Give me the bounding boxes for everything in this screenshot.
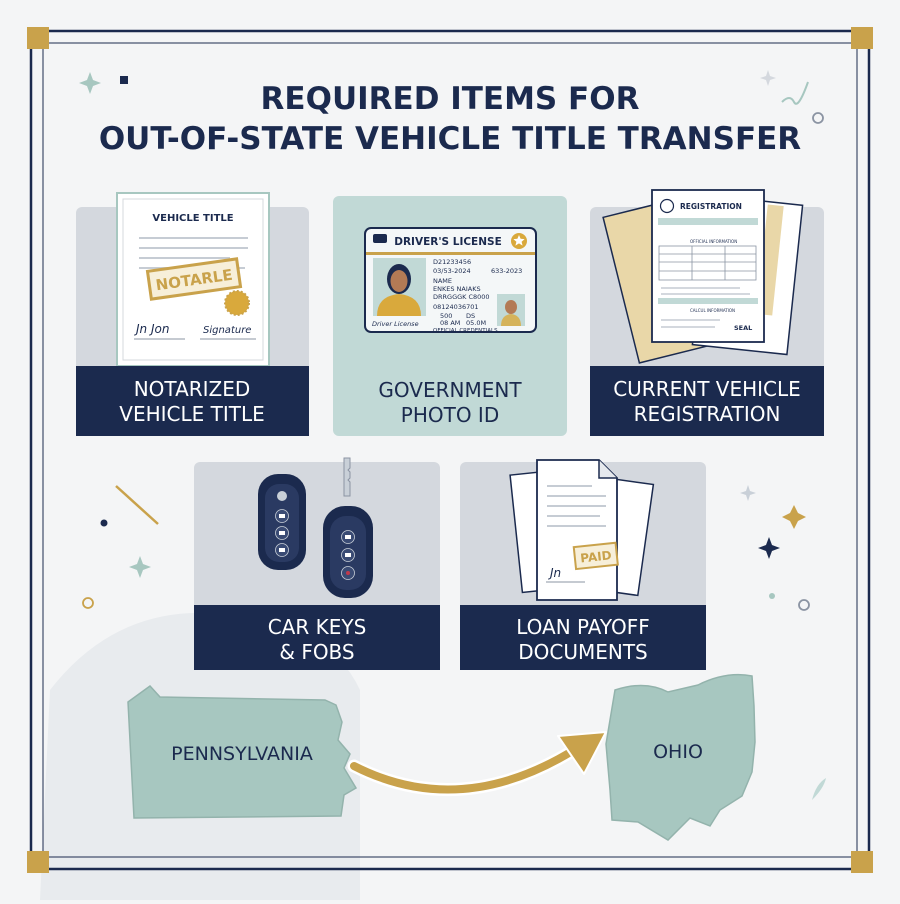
vehicle-title-doc-heading: VEHICLE TITLE xyxy=(152,213,233,224)
corner-ornament-bottom-right xyxy=(851,851,873,873)
svg-text:633-2023: 633-2023 xyxy=(491,267,522,275)
registration-documents-icon: REGISTRATION OFFICIAL INFORMATION CALCUL… xyxy=(602,189,804,364)
card-label-registration-line2: REGISTRATION xyxy=(634,402,781,426)
card-label-loan-line2: DOCUMENTS xyxy=(518,640,648,664)
card-label-loan-line1: LOAN PAYOFF xyxy=(516,615,650,639)
svg-text:DRRGGGK C8000: DRRGGGK C8000 xyxy=(433,293,490,301)
license-footer-left: Driver License xyxy=(372,320,419,328)
card-label-photo-id-line1: GOVERNMENT xyxy=(378,378,522,402)
vehicle-title-document-icon: VEHICLE TITLE NOTARLE Jn Jon Signature xyxy=(116,192,270,367)
card-government-photo-id: DRIVER'S LICENSE D21233456 03/53-2024 63… xyxy=(333,196,567,436)
svg-text:OFFICIAL INFORMATION: OFFICIAL INFORMATION xyxy=(690,239,737,244)
svg-text:DS: DS xyxy=(466,312,475,320)
svg-text:NAME: NAME xyxy=(433,277,452,285)
corner-ornament-top-left xyxy=(27,27,49,49)
from-state-label: PENNSYLVANIA xyxy=(171,743,313,765)
loan-signature: Jn xyxy=(548,566,561,580)
corner-ornament-top-right xyxy=(851,27,873,49)
paid-stamp-icon: PAID xyxy=(572,541,619,571)
card-label-keys-line2: & FOBS xyxy=(279,640,354,664)
card-label-notarized-line2: VEHICLE TITLE xyxy=(119,402,264,426)
loan-documents-icon: PAID Jn xyxy=(509,459,655,601)
svg-text:08 AM: 08 AM xyxy=(440,319,460,327)
car-key-fob-icon xyxy=(258,474,306,570)
svg-text:ENKES NAIAKS: ENKES NAIAKS xyxy=(433,285,481,293)
card-notarized-vehicle-title: VEHICLE TITLE NOTARLE Jn Jon Signature N… xyxy=(76,192,309,436)
svg-text:03/53-2024: 03/53-2024 xyxy=(433,267,471,275)
title-line-1: REQUIRED ITEMS FOR xyxy=(261,81,640,117)
license-heading: DRIVER'S LICENSE xyxy=(394,236,502,248)
card-current-vehicle-registration: REGISTRATION OFFICIAL INFORMATION CALCUL… xyxy=(590,189,824,436)
car-key-flip-icon xyxy=(323,457,373,598)
state-map-ohio: OHIO xyxy=(605,673,756,841)
card-loan-payoff-documents: PAID Jn LOAN PAYOFF DOCUMENTS xyxy=(460,459,706,670)
svg-text:SEAL: SEAL xyxy=(734,324,752,332)
registration-seal-icon xyxy=(659,198,675,214)
paid-stamp-text: PAID xyxy=(580,548,613,565)
vehicle-title-signature-left: Jn Jon xyxy=(134,322,169,336)
card-label-photo-id-line2: PHOTO ID xyxy=(401,403,499,427)
license-secondary-photo-icon xyxy=(497,294,525,326)
drivers-license-icon: DRIVER'S LICENSE D21233456 03/53-2024 63… xyxy=(364,227,537,334)
svg-text:D21233456: D21233456 xyxy=(433,258,471,266)
svg-text:500: 500 xyxy=(440,312,452,320)
vehicle-title-signature-right: Signature xyxy=(203,325,251,336)
card-label-keys-line1: CAR KEYS xyxy=(268,615,367,639)
gold-seal-icon xyxy=(224,290,250,316)
decorative-frame xyxy=(27,27,873,873)
transfer-arrow-icon xyxy=(347,731,607,797)
svg-text:08124036701: 08124036701 xyxy=(433,303,479,311)
to-state-label: OHIO xyxy=(653,741,703,763)
decorative-sparkles xyxy=(79,70,826,800)
card-car-keys-fobs: CAR KEYS & FOBS xyxy=(194,457,440,670)
title-line-2: OUT-OF-STATE VEHICLE TITLE TRANSFER xyxy=(99,121,801,157)
license-footer-right: OFFICIAL CREDENTIALS xyxy=(433,328,498,334)
license-photo-icon xyxy=(373,258,426,316)
state-map-pennsylvania: PENNSYLVANIA xyxy=(127,684,358,819)
notary-stamp-icon: NOTARLE xyxy=(145,257,243,301)
svg-text:CALCUL INFORMATION: CALCUL INFORMATION xyxy=(690,308,735,313)
card-label-notarized-line1: NOTARIZED xyxy=(134,377,251,401)
card-label-registration-line1: CURRENT VEHICLE xyxy=(613,377,801,401)
registration-doc-heading: REGISTRATION xyxy=(680,202,742,211)
corner-ornament-bottom-left xyxy=(27,851,49,873)
svg-text:05.0M: 05.0M xyxy=(466,319,486,327)
